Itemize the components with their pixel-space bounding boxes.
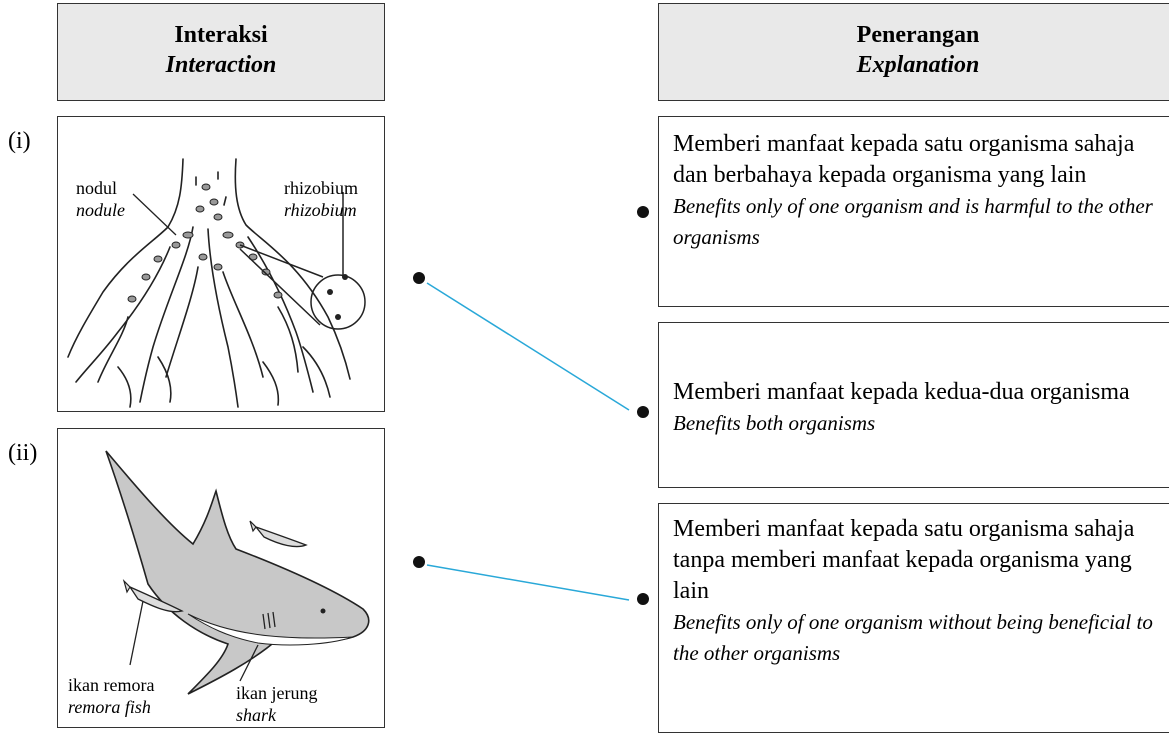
dot-right-a	[637, 206, 649, 218]
nodule	[201, 183, 211, 191]
root-main-left	[67, 158, 184, 358]
remora-fish-left	[128, 585, 184, 613]
rhizobium-caption-en: rhizobium	[284, 200, 357, 220]
explanation-header-en: Explanation	[856, 52, 980, 78]
rhizobium-dot	[327, 289, 333, 295]
dot-right-b	[637, 406, 649, 418]
explanation-header-ms: Penerangan	[856, 22, 980, 48]
remora-caption: ikan remora remora fish	[68, 674, 154, 718]
explanation-b-en: Benefits both organisms	[673, 411, 876, 435]
magnified-view-circle	[310, 274, 366, 330]
connector-line-i	[426, 282, 630, 411]
explanation-box-b: Memberi manfaat kepada kedua-dua organis…	[658, 322, 1169, 488]
interaction-header: Interaksi Interaction	[57, 3, 385, 101]
item-label-ii: (ii)	[8, 440, 38, 466]
shark-remora-picture: ikan remora remora fish ikan jerung shar…	[57, 428, 385, 728]
nodule-caption-ms: nodul	[76, 178, 118, 198]
remora-caption-ms: ikan remora	[68, 675, 155, 695]
connector-line-ii	[426, 564, 630, 601]
interaction-header-ms: Interaksi	[174, 22, 268, 48]
dot-left-i	[413, 272, 425, 284]
remora-fish-upper	[254, 525, 308, 548]
shark-eye	[320, 608, 326, 614]
nodule-caption-en: nodule	[76, 200, 125, 220]
explanation-box-a: Memberi manfaat kepada satu organisma sa…	[658, 116, 1169, 307]
rhizobium-caption: rhizobium rhizobium	[284, 177, 358, 221]
shark-caption-ms: ikan jerung	[236, 683, 318, 703]
root-main-right	[234, 158, 351, 380]
explanation-c-en: Benefits only of one organism without be…	[673, 610, 1153, 665]
explanation-a-ms: Memberi manfaat kepada satu organisma sa…	[673, 131, 1135, 188]
shark-body	[105, 450, 370, 695]
interaction-header-en: Interaction	[165, 52, 277, 78]
explanation-header: Penerangan Explanation	[658, 3, 1169, 101]
explanation-c-ms: Memberi manfaat kepada satu organisma sa…	[673, 516, 1135, 604]
explanation-b-ms: Memberi manfaat kepada kedua-dua organis…	[673, 379, 1130, 405]
dot-right-c	[637, 593, 649, 605]
dot-left-ii	[413, 556, 425, 568]
nodule-caption: nodul nodule	[76, 177, 125, 221]
remora-caption-en: remora fish	[68, 697, 151, 717]
item-label-i: (i)	[8, 128, 31, 154]
shark-caption-en: shark	[236, 705, 276, 725]
shark-caption: ikan jerung shark	[236, 682, 317, 726]
shark-remora-drawing	[105, 450, 370, 695]
root-nodule-drawing	[67, 158, 366, 408]
explanation-a-en: Benefits only of one organism and is har…	[673, 194, 1153, 249]
root-nodule-picture: nodul nodule rhizobium rhizobium	[57, 116, 385, 412]
rhizobium-caption-ms: rhizobium	[284, 178, 358, 198]
explanation-box-c: Memberi manfaat kepada satu organisma sa…	[658, 503, 1169, 733]
